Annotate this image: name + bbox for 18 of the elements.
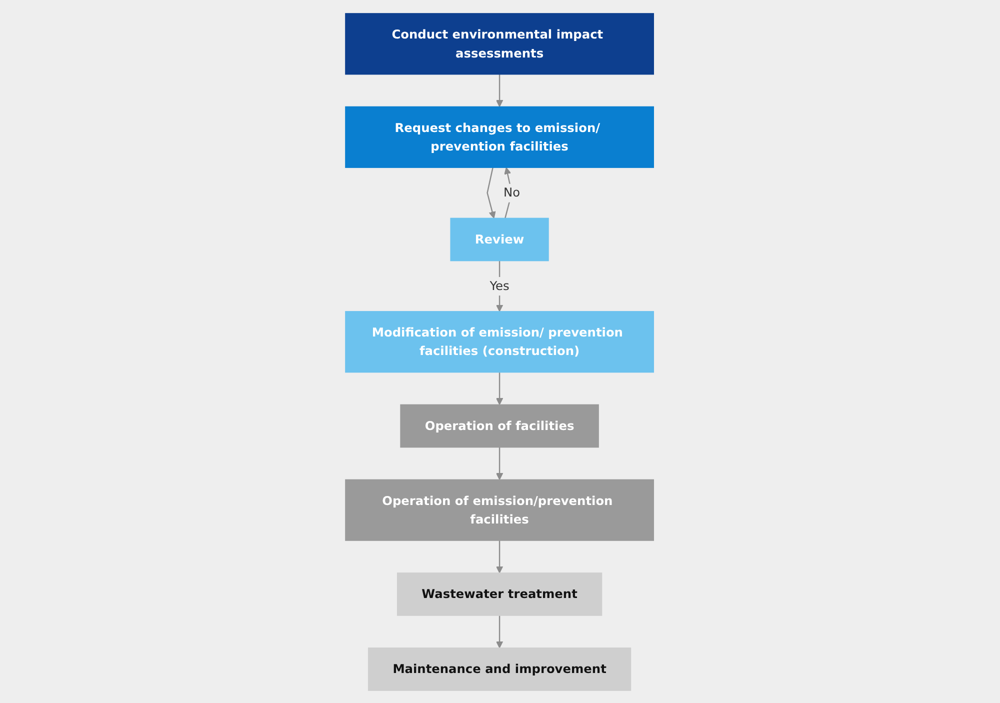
node-box: Operation of facilities <box>400 404 600 448</box>
arrow <box>496 540 504 573</box>
node-box: Conduct environmental impact assessments <box>346 12 654 74</box>
arrow <box>496 615 504 648</box>
arrow <box>496 372 504 405</box>
arrow <box>487 166 496 218</box>
node-box: Request changes to emission/ prevention facilities <box>346 106 654 168</box>
edge-label: No <box>504 184 521 200</box>
arrow <box>496 446 504 480</box>
node-box: Review <box>450 217 550 261</box>
node-box: Maintenance and improvement <box>368 647 632 690</box>
arrow <box>496 260 504 312</box>
node-box: Modification of emission/ prevention facilities (construction) <box>346 310 654 372</box>
node-box: Wastewater treatment <box>397 572 603 616</box>
edge-label: Yes <box>490 278 510 293</box>
node-box: Operation of emission/prevention facilities <box>346 478 654 540</box>
arrow <box>496 74 504 107</box>
arrow <box>504 166 513 218</box>
